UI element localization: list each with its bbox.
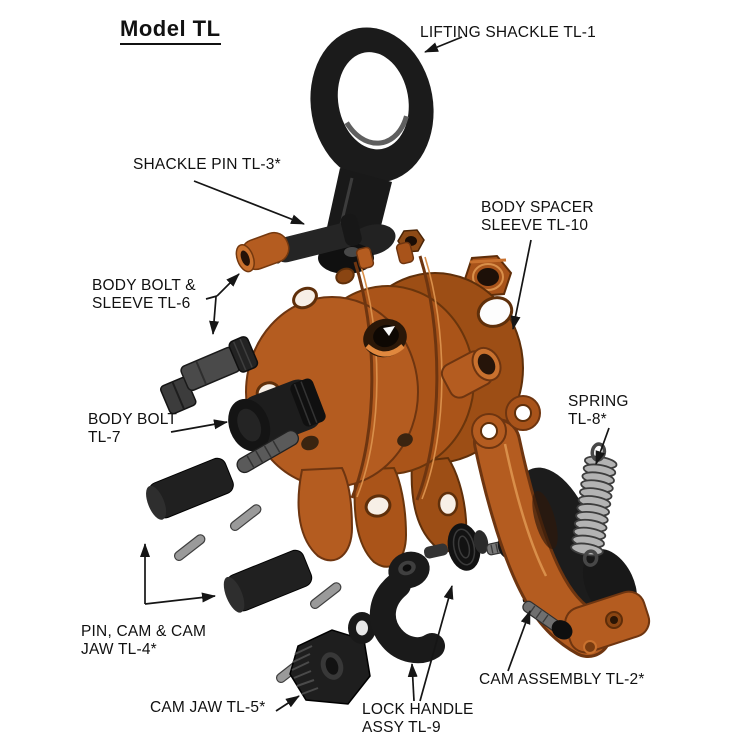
label-pin-cam-jaw: PIN, CAM & CAM JAW TL-4* xyxy=(81,623,206,659)
cam-jaw-part xyxy=(289,612,376,705)
label-body-bolt-sleeve-line1: BODY BOLT & xyxy=(92,277,196,294)
label-body-spacer-sleeve: BODY SPACER SLEEVE TL-10 xyxy=(481,199,594,235)
leader-arrows xyxy=(140,36,610,712)
body-bolt-part xyxy=(228,378,326,474)
label-spring-line1: SPRING xyxy=(568,393,629,410)
label-lifting-shackle-line1: LIFTING SHACKLE TL-1 xyxy=(420,24,596,41)
label-cam-jaw-line1: CAM JAW TL-5* xyxy=(150,699,266,716)
cam-pins-part xyxy=(146,457,342,684)
label-body-bolt: BODY BOLT TL-7 xyxy=(88,411,177,447)
body-bolt-sleeve-part xyxy=(160,336,259,415)
label-body-bolt-sleeve: BODY BOLT & SLEEVE TL-6 xyxy=(92,277,196,313)
label-spring: SPRING TL-8* xyxy=(568,393,629,429)
label-body-bolt-line2: TL-7 xyxy=(88,429,121,446)
page-title-text: Model TL xyxy=(120,16,221,45)
label-body-bolt-line1: BODY BOLT xyxy=(88,411,178,428)
label-lifting-shackle: LIFTING SHACKLE TL-1 xyxy=(420,24,596,42)
label-shackle-pin: SHACKLE PIN TL-3* xyxy=(133,156,281,174)
label-cam-assembly-line1: CAM ASSEMBLY TL-2* xyxy=(479,671,645,688)
label-spring-line2: TL-8* xyxy=(568,411,607,428)
label-body-spacer-sleeve-line2: SLEEVE TL-10 xyxy=(481,217,589,234)
label-pin-cam-jaw-line2: JAW TL-4* xyxy=(81,641,157,658)
cam-assembly-part xyxy=(471,395,651,658)
page-title: Model TL xyxy=(120,16,221,45)
label-lock-handle-line1: LOCK HANDLE xyxy=(362,701,474,718)
label-body-spacer-sleeve-line1: BODY SPACER xyxy=(481,199,594,216)
label-body-bolt-sleeve-line2: SLEEVE TL-6 xyxy=(92,295,191,312)
spring-part xyxy=(570,442,618,567)
label-lock-handle: LOCK HANDLE ASSY TL-9 xyxy=(362,701,474,737)
label-pin-cam-jaw-line1: PIN, CAM & CAM xyxy=(81,623,207,640)
label-lock-handle-line2: ASSY TL-9 xyxy=(362,719,441,736)
label-cam-assembly: CAM ASSEMBLY TL-2* xyxy=(479,671,645,689)
shackle-pin-part xyxy=(235,213,362,273)
label-cam-jaw: CAM JAW TL-5* xyxy=(150,699,265,717)
label-shackle-pin-line1: SHACKLE PIN TL-3* xyxy=(133,156,281,173)
